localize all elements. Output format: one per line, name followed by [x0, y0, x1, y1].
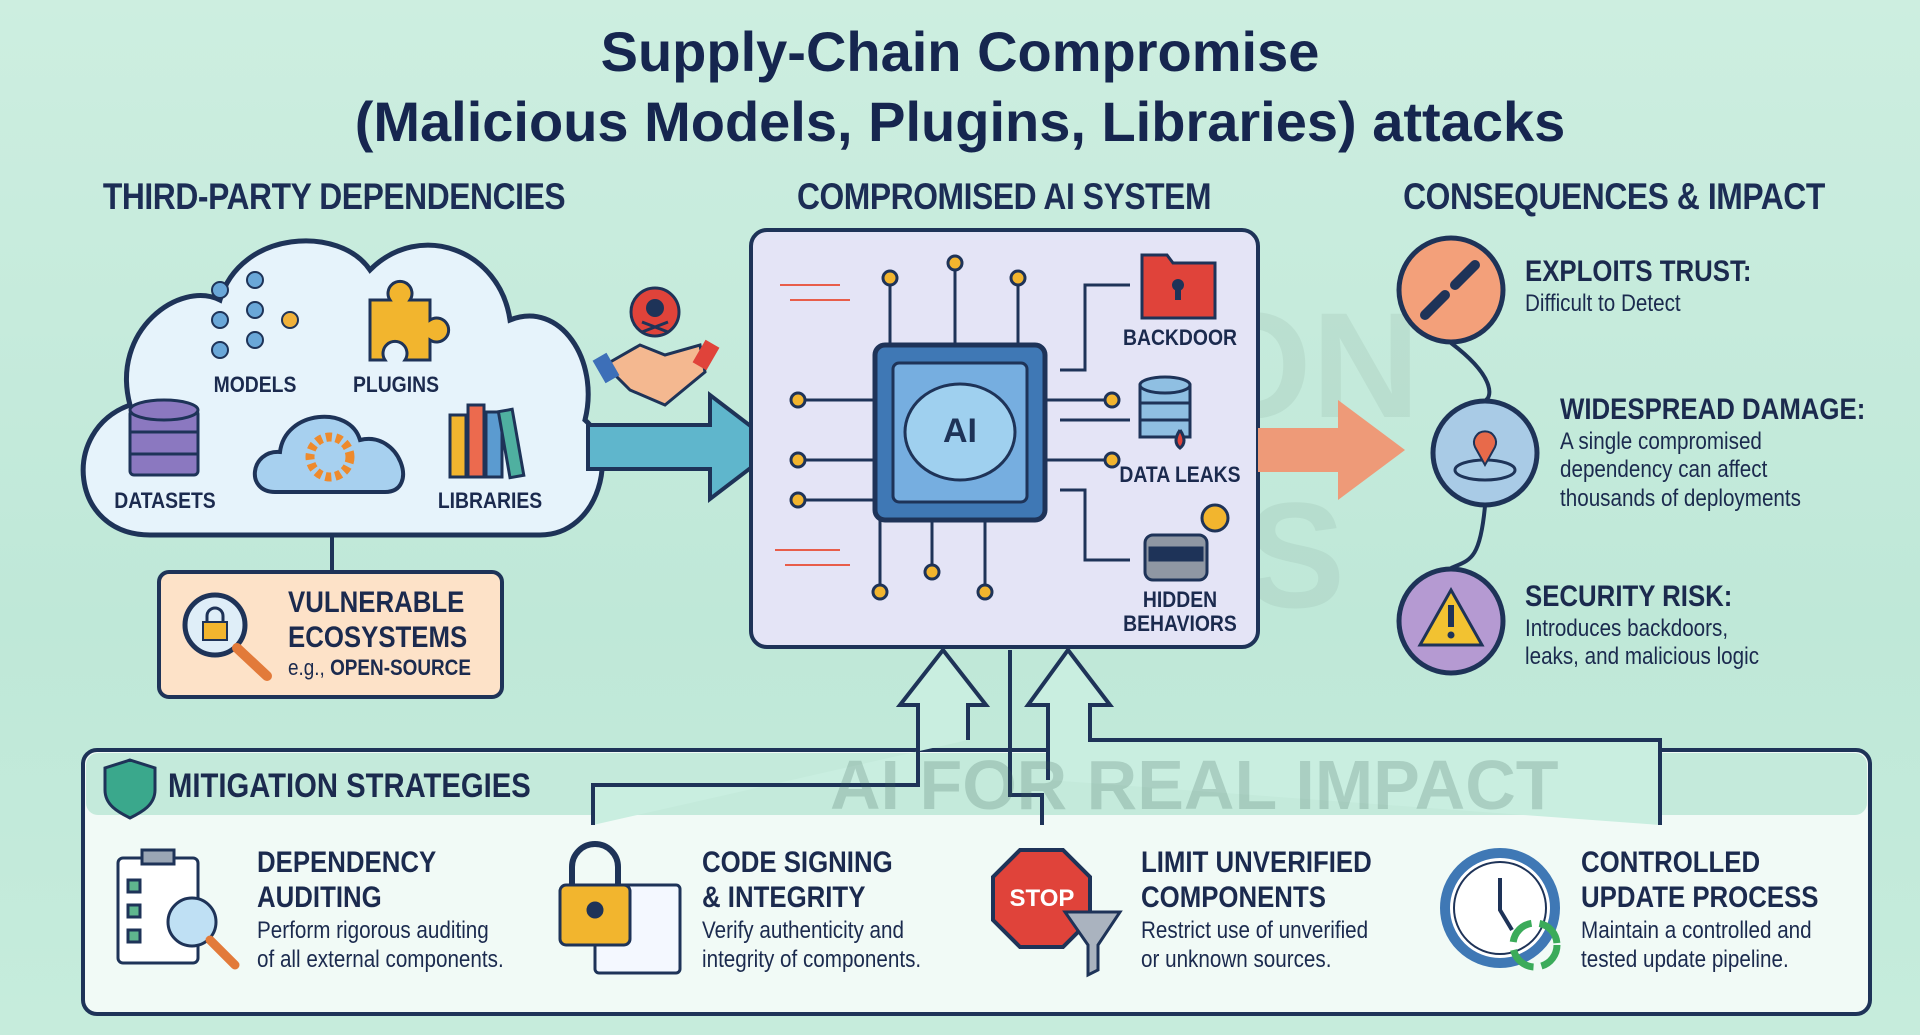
mitigation-item-desc: of all external components. — [257, 945, 504, 973]
mitigation-arrow-right — [1024, 646, 1662, 825]
brain-icon — [903, 382, 1017, 482]
mitigation-arrow-left — [591, 646, 991, 825]
dependency-plugins-label: PLUGINS — [352, 372, 440, 397]
watermark-tagline: AI FOR REAL IMPACT — [830, 746, 1559, 824]
page-title-line1: Supply-Chain Compromise — [600, 20, 1320, 83]
vulnerable-ecosystems-box — [157, 570, 504, 699]
consequence-desc: Introduces backdoors, — [1525, 614, 1729, 642]
chip-label: AI — [943, 412, 977, 450]
consequence-desc: dependency can affect — [1560, 456, 1768, 484]
masked-robot-icon — [1143, 503, 1230, 582]
section-header-dependencies: THIRD-PARTY DEPENDENCIES — [102, 176, 566, 217]
mitigation-item-title: LIMIT UNVERIFIED — [1141, 846, 1372, 879]
consequence-desc: thousands of deployments — [1560, 485, 1801, 513]
clock-refresh-icon — [1440, 848, 1561, 971]
mitigation-item-title: CONTROLLED — [1581, 846, 1761, 879]
vulnerable-example: e.g., OPEN-SOURCE — [288, 655, 471, 681]
mitigation-box — [81, 748, 1872, 1016]
gear-cloud-icon — [252, 414, 405, 494]
mitigation-item-title: & INTEGRITY — [702, 880, 866, 914]
mitigation-item-desc: integrity of components. — [702, 945, 922, 973]
section-header-ai-system: COMPROMISED AI SYSTEM — [796, 176, 1212, 217]
circuit-traces — [789, 254, 1130, 601]
mitigation-title: MITIGATION STRATEGIES — [168, 767, 531, 805]
threat-data-leaks-label: DATA LEAKS — [1119, 462, 1241, 487]
mitigation-item-title: AUDITING — [257, 880, 382, 914]
vulnerable-line1: VULNERABLE — [288, 586, 465, 619]
consequence-desc: A single compromised — [1560, 427, 1762, 455]
mitigation-controlled-update: CONTROLLED UPDATE PROCESS Maintain a con… — [1581, 846, 1857, 975]
padlock-certificate-icon — [558, 841, 682, 975]
ripple-pin-icon — [1430, 398, 1540, 508]
mitigation-code-signing: CODE SIGNING & INTEGRITY Verify authenti… — [702, 846, 957, 975]
neural-network-icon — [211, 271, 299, 359]
consequence-widespread-damage: WIDESPREAD DAMAGE: A single compromised … — [1560, 393, 1915, 514]
dependency-models-label: MODELS — [213, 372, 297, 397]
mitigation-item-desc: Restrict use of unverified — [1141, 917, 1369, 944]
consequence-exploits-trust: EXPLOITS TRUST: Difficult to Detect — [1525, 255, 1788, 318]
consequence-desc: Difficult to Detect — [1525, 289, 1681, 317]
example-prefix: e.g., — [288, 655, 331, 680]
example-value: OPEN-SOURCE — [330, 655, 471, 680]
threat-backdoor-label: BACKDOOR — [1122, 325, 1238, 350]
dependency-flow-arrow — [586, 390, 782, 504]
mitigation-item-desc: Perform rigorous auditing — [257, 917, 489, 944]
checklist-magnifier-icon — [116, 848, 240, 970]
consequence-title: SECURITY RISK: — [1525, 580, 1733, 613]
database-icon — [128, 398, 200, 477]
mitigation-dependency-auditing: DEPENDENCY AUDITING Perform rigorous aud… — [257, 846, 544, 975]
mitigation-item-title: UPDATE PROCESS — [1581, 880, 1819, 914]
page-title-line2: (Malicious Models, Plugins, Libraries) a… — [354, 90, 1566, 153]
gear-icon — [305, 432, 355, 482]
threat-hidden-behaviors-label2: BEHAVIORS — [1123, 611, 1237, 636]
consequence-title: EXPLOITS TRUST: — [1525, 255, 1752, 288]
shield-icon — [103, 758, 157, 820]
warning-icon — [1396, 566, 1506, 676]
dependency-datasets-label: DATASETS — [114, 488, 216, 513]
leaking-database-icon — [1138, 375, 1192, 450]
threat-hidden-behaviors-label1: HIDDEN — [1142, 587, 1218, 612]
consequence-security-risk: SECURITY RISK: Introduces backdoors, lea… — [1525, 580, 1797, 672]
books-icon — [448, 403, 526, 480]
skull-icon — [629, 286, 681, 338]
dependency-libraries-label: LIBRARIES — [437, 488, 543, 513]
stop-funnel-icon — [991, 848, 1123, 978]
mitigation-item-title: DEPENDENCY — [257, 846, 437, 879]
consequence-desc: leaks, and malicious logic — [1525, 643, 1760, 671]
magnifier-lock-icon — [182, 592, 272, 681]
vulnerable-ecosystems-text: VULNERABLE ECOSYSTEMS e.g., OPEN-SOURCE — [288, 586, 501, 681]
impact-flow-arrow — [1258, 400, 1405, 500]
section-header-consequences: CONSEQUENCES & IMPACT — [1403, 176, 1825, 217]
mitigation-item-title: COMPONENTS — [1141, 880, 1326, 914]
mitigation-item-desc: tested update pipeline. — [1581, 945, 1789, 973]
mitigation-item-desc: Verify authenticity and — [702, 917, 904, 944]
mitigation-item-desc: Maintain a controlled and — [1581, 917, 1812, 944]
consequence-title: WIDESPREAD DAMAGE: — [1560, 393, 1866, 426]
puzzle-icon — [368, 279, 451, 362]
handshake-icon — [592, 339, 720, 407]
mitigation-item-desc: or unknown sources. — [1141, 945, 1332, 973]
mitigation-item-title: CODE SIGNING — [702, 846, 893, 879]
mitigation-limit-unverified: LIMIT UNVERIFIED COMPONENTS Restrict use… — [1141, 846, 1409, 975]
vulnerable-line2: ECOSYSTEMS — [288, 620, 468, 654]
broken-chain-icon — [1396, 235, 1506, 345]
locked-folder-icon — [1140, 253, 1217, 320]
stop-sign-text: STOP — [1009, 885, 1075, 912]
